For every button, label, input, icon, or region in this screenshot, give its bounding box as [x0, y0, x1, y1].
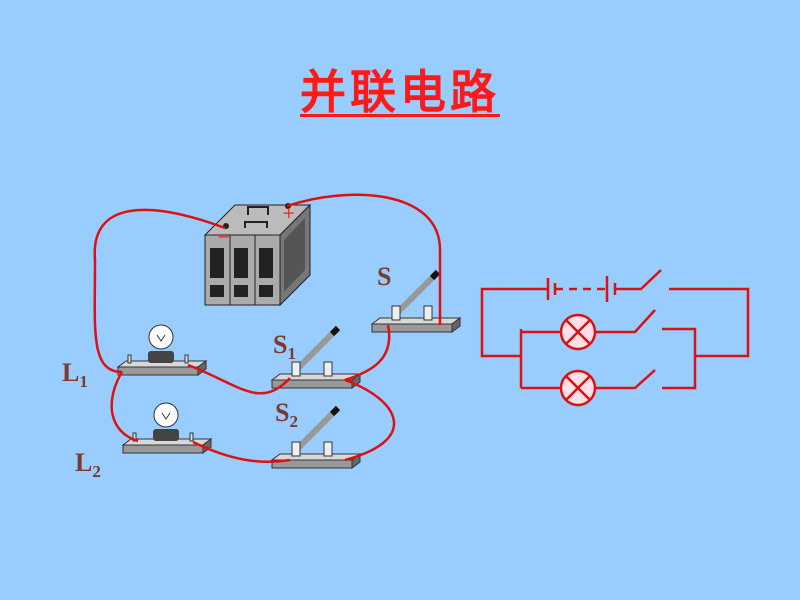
slide-title: 并联电路	[0, 56, 800, 122]
wire	[192, 440, 291, 464]
label-s: S	[377, 262, 391, 292]
wire	[187, 363, 291, 395]
lamp-symbol	[559, 313, 597, 351]
wire	[344, 324, 391, 382]
label-subscript: 2	[289, 412, 298, 431]
wires	[93, 193, 442, 464]
switch-s[interactable]	[371, 269, 461, 333]
label-text: L	[62, 358, 80, 387]
lamp-symbol	[559, 369, 597, 407]
label-l1: L1	[62, 358, 88, 392]
wire	[93, 208, 226, 374]
label-text: S	[273, 330, 288, 359]
wire	[110, 371, 139, 443]
label-s1: S1	[273, 330, 296, 364]
battery: + −	[203, 203, 312, 307]
plus-sign: +	[282, 203, 295, 222]
schematic-diagram	[480, 269, 750, 407]
wire	[344, 378, 396, 462]
title-text: 并联电路	[300, 65, 500, 119]
label-l2: L2	[75, 448, 101, 482]
label-subscript: 2	[92, 462, 101, 481]
wire	[286, 193, 442, 325]
label-text: L	[75, 448, 93, 477]
label-text: S	[275, 398, 290, 427]
minus-sign: −	[217, 227, 230, 246]
label-s2: S2	[275, 398, 298, 432]
lamp-l1	[117, 324, 207, 376]
label-subscript: 1	[287, 344, 296, 363]
lamp-l2	[122, 402, 212, 454]
label-text: S	[377, 262, 392, 291]
switch-s1[interactable]	[271, 325, 361, 389]
switch-s2[interactable]	[271, 405, 361, 469]
label-subscript: 1	[79, 372, 88, 391]
